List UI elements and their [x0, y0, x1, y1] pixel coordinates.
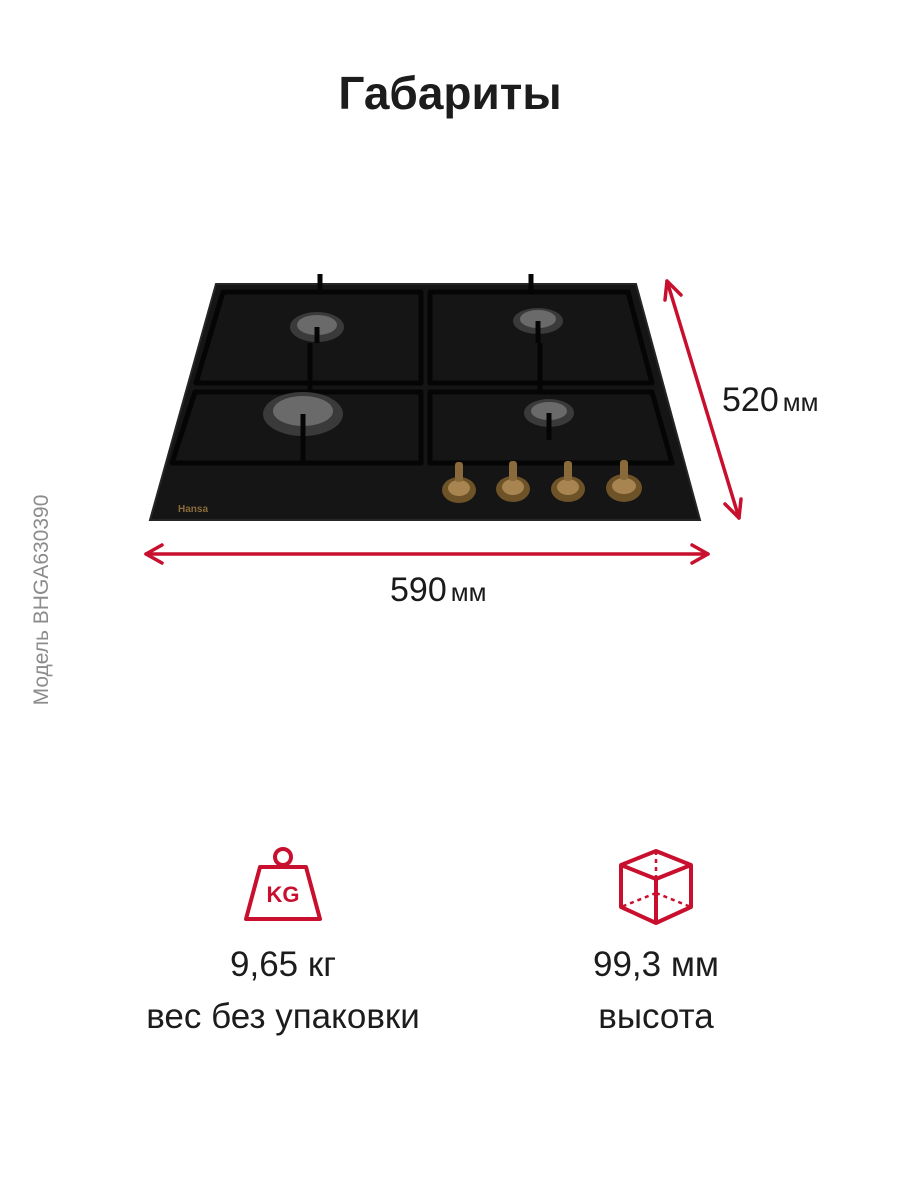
kg-icon-text: KG [267, 882, 300, 907]
weight-spec: KG 9,65 кг вес без упаковки [113, 845, 453, 1037]
weight-label: вес без упаковки [146, 997, 420, 1036]
weight-kg-icon: KG [244, 847, 322, 921]
depth-value: 520 [722, 381, 779, 419]
depth-unit: мм [782, 387, 819, 417]
hob-illustration: Hansa [144, 274, 743, 565]
weight-value: 9,65 кг [230, 945, 336, 984]
height-spec: 99,3 мм высота [486, 845, 826, 1037]
gas-hob-image: Hansa [148, 274, 702, 521]
width-value: 590 [390, 571, 447, 609]
brand-logo: Hansa [178, 504, 208, 515]
control-knobs [442, 460, 642, 503]
width-arrow [144, 543, 710, 565]
depth-arrow [663, 279, 743, 520]
page-title: Габариты [338, 67, 562, 119]
cube-icon [619, 849, 693, 925]
height-label: высота [598, 997, 714, 1036]
height-value: 99,3 мм [593, 945, 719, 984]
width-unit: мм [450, 577, 487, 607]
